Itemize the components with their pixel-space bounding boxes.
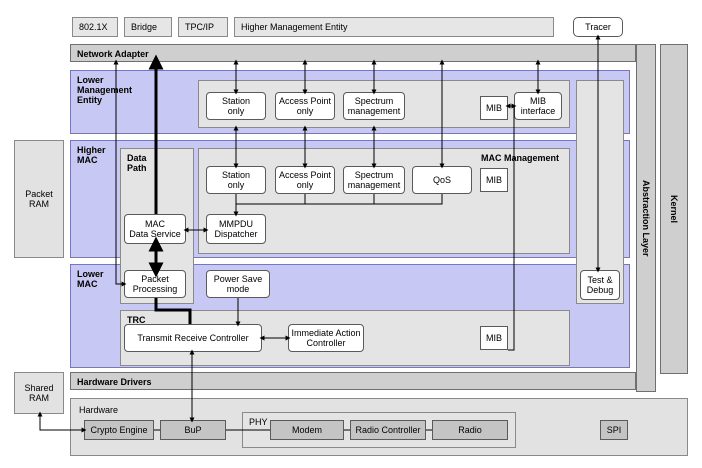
higher-management-entity: Higher Management Entity: [234, 17, 554, 37]
tracer-label: Tracer: [585, 22, 611, 32]
test-debug-box: Test & Debug: [580, 270, 620, 300]
protocol-8021x: 802.1X: [72, 17, 118, 37]
modem-label: Modem: [291, 425, 322, 435]
data-path-label: Data Path: [127, 153, 147, 173]
hmac-station-only: Station only: [206, 166, 266, 194]
radio-controller-label: Radio Controller: [355, 425, 421, 435]
protocol-8021x-label: 802.1X: [79, 22, 108, 32]
higher-management-entity-label: Higher Management Entity: [241, 22, 348, 32]
modem-box: Modem: [270, 420, 344, 440]
lme-station-only-label: Station only: [221, 96, 251, 116]
mmpdu-dispatcher-label: MMPDU Dispatcher: [214, 219, 258, 239]
power-save-mode: Power Save mode: [206, 270, 270, 298]
hardware-drivers-bar: Hardware Drivers: [70, 372, 636, 390]
hardware-drivers-label: Hardware Drivers: [77, 377, 152, 387]
trc-label: TRC: [127, 315, 146, 325]
kernel-layer: Kernel: [660, 44, 688, 374]
packet-trc-line: [154, 298, 192, 324]
bup-label: BuP: [184, 425, 202, 435]
hmac-spectrum-label: Spectrum management: [347, 170, 401, 190]
mib-chain: [508, 105, 515, 351]
crypto-engine-label: Crypto Engine: [90, 425, 148, 435]
kernel-label: Kernel: [669, 194, 679, 223]
packet-processing-label: Packet Processing: [132, 274, 178, 294]
transmit-receive-controller-label: Transmit Receive Controller: [137, 333, 249, 343]
network-adapter-label: Network Adapter: [77, 49, 149, 59]
lme-spectrum-label: Spectrum management: [347, 96, 401, 116]
lme-label: Lower Management Entity: [77, 75, 133, 105]
lme-access-point-only-label: Access Point only: [278, 96, 332, 116]
mac-data-service-label: MAC Data Service: [129, 219, 181, 239]
hardware-label: Hardware: [79, 405, 119, 415]
lmac-mib: MIB: [480, 326, 508, 350]
hmac-access-point-only: Access Point only: [275, 166, 335, 194]
power-save-mode-label: Power Save mode: [213, 274, 263, 294]
qos-box: QoS: [412, 166, 472, 194]
phy-label: PHY: [249, 417, 268, 427]
packetram-line: [113, 59, 127, 287]
packet-ram: Packet RAM: [14, 140, 64, 258]
lme-spectrum-management: Spectrum management: [343, 92, 405, 120]
hmac-mib-label: MIB: [485, 175, 502, 185]
lower-mac-label: Lower MAC: [77, 269, 104, 289]
abstraction-layer-label: Abstraction Layer: [641, 179, 651, 257]
shared-ram: Shared RAM: [14, 372, 64, 414]
qos-label: QoS: [432, 175, 451, 185]
transmit-receive-controller: Transmit Receive Controller: [124, 324, 262, 352]
spi-box: SPI: [600, 420, 628, 440]
radio-label: Radio: [458, 425, 482, 435]
test-debug-label: Test & Debug: [586, 275, 614, 295]
protocol-tcpip-label: TPC/IP: [185, 22, 215, 32]
radio-box: Radio: [432, 420, 508, 440]
mib-interface-label: MIB interface: [520, 96, 556, 116]
hmac-station-only-label: Station only: [221, 170, 251, 190]
mmpdu-dispatcher: MMPDU Dispatcher: [206, 214, 266, 244]
hmac-access-point-only-label: Access Point only: [278, 170, 332, 190]
mgmt-bus: [235, 194, 443, 205]
lme-mib-label: MIB: [485, 103, 502, 113]
higher-mac-label: Higher MAC: [77, 145, 106, 165]
radio-controller-box: Radio Controller: [350, 420, 426, 440]
mac-management-label: MAC Management: [481, 153, 560, 163]
hmac-spectrum-management: Spectrum management: [343, 166, 405, 194]
immediate-action-controller-label: Immediate Action Controller: [291, 328, 361, 348]
packet-ram-label: Packet RAM: [25, 189, 53, 209]
shared-ram-label: Shared RAM: [24, 383, 54, 403]
lme-mib: MIB: [480, 96, 508, 120]
sharedram-crypto-line: [37, 411, 87, 433]
abstraction-layer: Abstraction Layer: [636, 44, 656, 392]
network-adapter-bar: Network Adapter: [70, 44, 636, 62]
protocol-tcpip: TPC/IP: [178, 17, 228, 37]
immediate-action-controller: Immediate Action Controller: [288, 324, 364, 352]
protocol-bridge-label: Bridge: [131, 22, 158, 32]
protocol-bridge: Bridge: [124, 17, 172, 37]
hmac-mib: MIB: [480, 168, 508, 192]
lmac-mib-label: MIB: [485, 333, 502, 343]
spi-label: SPI: [606, 425, 622, 435]
lme-access-point-only: Access Point only: [275, 92, 335, 120]
